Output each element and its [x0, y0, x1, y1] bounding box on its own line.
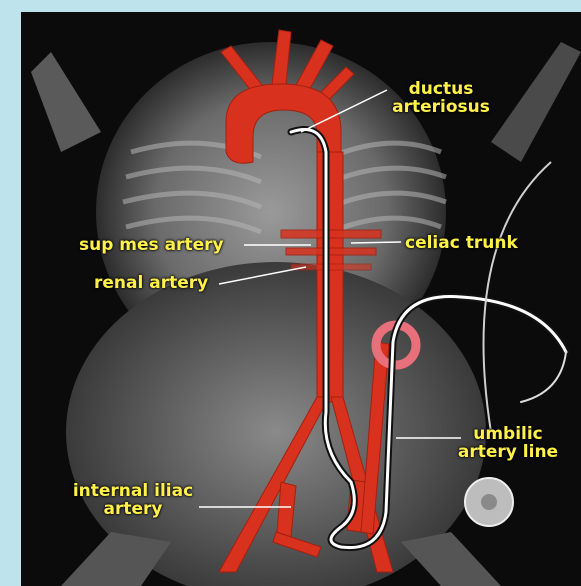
label-umbilic-artery-line: umbilic artery line [453, 425, 563, 461]
label-celiac-trunk: celiac trunk [405, 234, 518, 252]
xray-illustration: ductus arteriosus celiac trunk sup mes a… [21, 12, 581, 586]
label-internal-iliac-artery: internal iliac artery [63, 482, 203, 518]
label-ductus-line2: arteriosus [381, 98, 501, 116]
label-iliac-line1: internal iliac [63, 482, 203, 500]
label-umbilic-line2: artery line [453, 443, 563, 461]
label-sup-mes-artery: sup mes artery [79, 236, 224, 254]
label-iliac-line2: artery [63, 500, 203, 518]
label-ductus-line1: ductus [381, 80, 501, 98]
label-ductus-arteriosus: ductus arteriosus [381, 80, 501, 116]
label-umbilic-line1: umbilic [453, 425, 563, 443]
label-renal-artery: renal artery [94, 274, 208, 292]
